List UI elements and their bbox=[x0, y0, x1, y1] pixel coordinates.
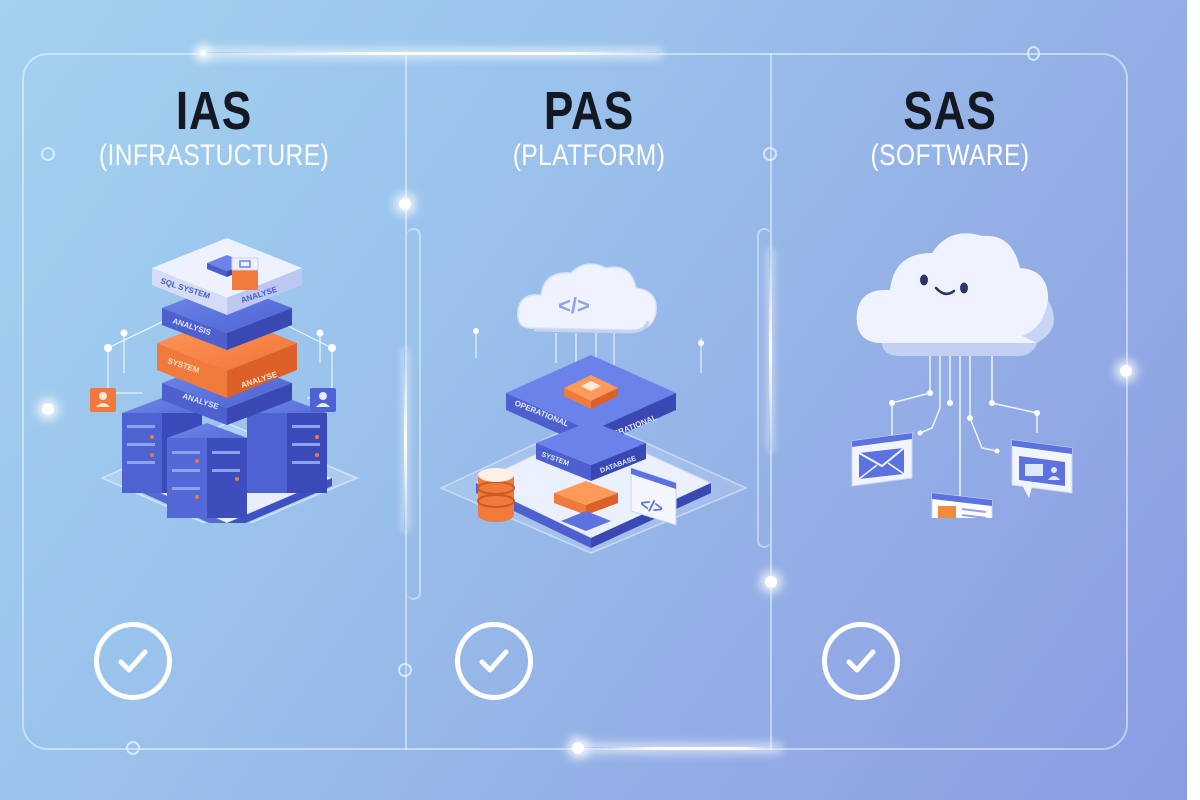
glow-line-divider-1 bbox=[404, 350, 407, 530]
glow-spark bbox=[399, 198, 411, 210]
node-ring bbox=[763, 147, 777, 161]
checkmark-icon bbox=[846, 649, 876, 673]
cloud-code-icon: </> bbox=[517, 263, 657, 334]
column-title: SAS bbox=[903, 81, 997, 141]
node-ring bbox=[1027, 46, 1040, 61]
software-smiling-cloud-illustration bbox=[851, 233, 1073, 518]
checkmark-icon bbox=[118, 649, 148, 673]
glow-spark bbox=[572, 742, 584, 754]
column-sas: SAS (SOFTWARE) bbox=[772, 53, 1128, 750]
column-ias: IAS (INFRASTUCTURE) bbox=[22, 53, 406, 750]
column-title: IAS bbox=[175, 81, 253, 141]
glow-spark bbox=[765, 576, 777, 588]
glow-line-divider-2 bbox=[769, 250, 772, 450]
column-subtitle: (PLATFORM) bbox=[512, 139, 666, 172]
code-window-icon: </> bbox=[630, 467, 677, 526]
node-ring bbox=[41, 147, 55, 161]
smiling-cloud-icon bbox=[856, 233, 1054, 357]
platform-cloud-stack-illustration: </> OPERATIONAL OPERATIONAL SYSTE bbox=[439, 263, 748, 554]
video-chat-icon bbox=[1011, 439, 1073, 498]
column-pas: PAS (PLATFORM) </> bbox=[406, 53, 772, 750]
bracket-decoration bbox=[407, 228, 421, 600]
glow-spark bbox=[200, 50, 206, 56]
glow-line-top bbox=[200, 52, 660, 55]
node-ring bbox=[398, 663, 412, 677]
bracket-decoration bbox=[757, 228, 771, 548]
infrastructure-server-stack-illustration: ANALYSE SYSTEM ANALYSE ANALYSIS SQL SYST… bbox=[90, 238, 359, 523]
svg-text:</>: </> bbox=[558, 293, 590, 318]
pas-check-button[interactable] bbox=[455, 622, 533, 700]
column-subtitle: (SOFTWARE) bbox=[870, 139, 1030, 172]
glow-line-bottom bbox=[580, 747, 780, 750]
svg-text:</>: </> bbox=[638, 496, 665, 519]
dashboard-window-icon bbox=[931, 492, 993, 518]
database-icon bbox=[477, 468, 515, 522]
column-subtitle: (INFRASTUCTURE) bbox=[98, 139, 330, 172]
glow-spark bbox=[42, 403, 54, 415]
checkmark-icon bbox=[479, 649, 509, 673]
ias-check-button[interactable] bbox=[94, 622, 172, 700]
email-window-icon bbox=[851, 432, 913, 487]
sas-check-button[interactable] bbox=[822, 622, 900, 700]
column-title: PAS bbox=[543, 81, 635, 141]
node-ring bbox=[126, 741, 140, 755]
glow-spark bbox=[1120, 365, 1132, 377]
